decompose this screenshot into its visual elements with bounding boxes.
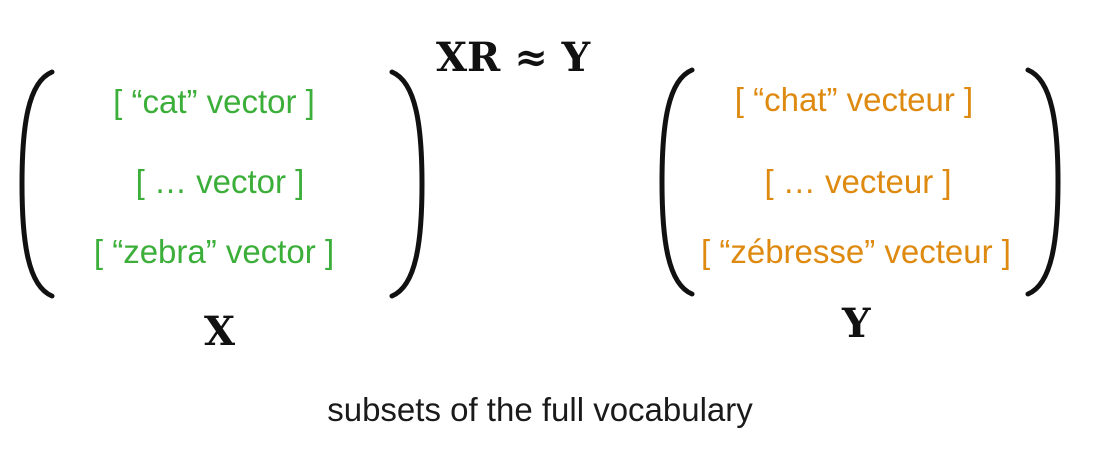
matrix-y-label: Y xyxy=(842,300,871,347)
matrix-x-row-zebra: [ “zebra” vector ] xyxy=(93,233,335,270)
matrix-x-row-cat: [ “cat” vector ] xyxy=(113,83,315,120)
caption: subsets of the full vocabulary xyxy=(327,391,753,428)
right-matrix-open-paren xyxy=(659,67,695,297)
left-matrix-close-paren xyxy=(389,69,425,299)
matrix-y-row-chat: [ “chat” vecteur ] xyxy=(734,81,974,118)
right-matrix-close-paren xyxy=(1025,67,1061,297)
matrix-y-row-zebresse: [ “zébresse” vecteur ] xyxy=(701,233,1011,270)
matrix-y-row-ellipsis: [ … vecteur ] xyxy=(764,163,952,200)
matrix-x-row-ellipsis: [ … vector ] xyxy=(135,163,305,200)
equation: XR ≈ Y xyxy=(436,34,591,81)
matrix-x-label: X xyxy=(204,308,236,355)
left-matrix-open-paren xyxy=(19,69,55,299)
